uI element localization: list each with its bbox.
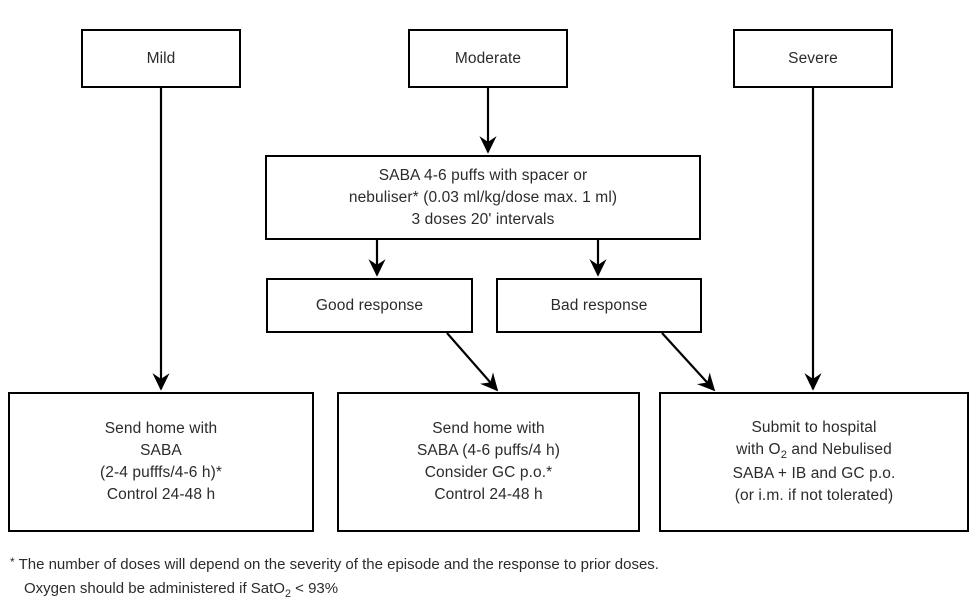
node-send-home-moderate[interactable]: Send home with SABA (4-6 puffs/4 h) Cons…: [337, 392, 640, 532]
node-bad-response[interactable]: Bad response: [496, 278, 702, 333]
node-send-home-mild-line-4: Control 24-48 h: [106, 486, 216, 503]
node-mild-label: Mild: [146, 49, 176, 67]
node-send-home-mild[interactable]: Send home with SABA (2-4 pufffs/4-6 h)* …: [8, 392, 314, 532]
node-submit-to-hospital-line-2: with O2 and Nebulised: [736, 440, 892, 461]
node-send-home-mild-line-2: SABA: [140, 442, 182, 459]
node-saba-line-1: SABA 4-6 puffs with spacer or: [378, 166, 588, 184]
footnote-line-2: Oxygen should be administered if SatO2 <…: [24, 580, 339, 601]
node-moderate[interactable]: Moderate: [408, 29, 568, 88]
node-mild[interactable]: Mild: [81, 29, 241, 88]
node-moderate-label: Moderate: [454, 49, 522, 67]
node-send-home-mild-line-3: (2-4 pufffs/4-6 h)*: [100, 464, 222, 481]
node-send-home-mild-line-1: Send home with: [104, 420, 218, 437]
footnote-line-1-text: The number of doses will depend on the s…: [18, 556, 659, 573]
edge-good-to-home-moderate: [446, 332, 499, 392]
node-bad-response-label: Bad response: [550, 296, 648, 314]
footnote-line-1: * The number of doses will depend on the…: [10, 553, 910, 577]
node-submit-to-hospital-line-4: (or i.m. if not tolerated): [734, 487, 894, 505]
edge-bad-to-hospital: [661, 332, 716, 392]
node-send-home-moderate-line-2: SABA (4-6 puffs/4 h): [416, 442, 560, 459]
node-send-home-moderate-line-3: Consider GC p.o.*: [424, 464, 553, 481]
footnote: * The number of doses will depend on the…: [10, 553, 910, 604]
node-saba-treatment[interactable]: SABA 4-6 puffs with spacer or nebuliser*…: [265, 155, 701, 240]
node-saba-line-3: 3 doses 20' intervals: [411, 210, 555, 228]
node-send-home-moderate-line-4: Control 24-48 h: [434, 486, 543, 503]
node-severe[interactable]: Severe: [733, 29, 893, 88]
node-submit-to-hospital[interactable]: Submit to hospital with O2 and Nebulised…: [659, 392, 969, 532]
node-severe-label: Severe: [788, 49, 838, 67]
node-send-home-moderate-line-1: Send home with: [432, 420, 545, 437]
footnote-marker: *: [10, 555, 15, 569]
node-good-response[interactable]: Good response: [266, 278, 473, 333]
node-good-response-label: Good response: [315, 296, 424, 314]
node-saba-line-2: nebuliser* (0.03 ml/kg/dose max. 1 ml): [348, 188, 618, 206]
node-submit-to-hospital-line-1: Submit to hospital: [751, 418, 877, 436]
node-submit-to-hospital-line-3: SABA + IB and GC p.o.: [732, 465, 896, 483]
